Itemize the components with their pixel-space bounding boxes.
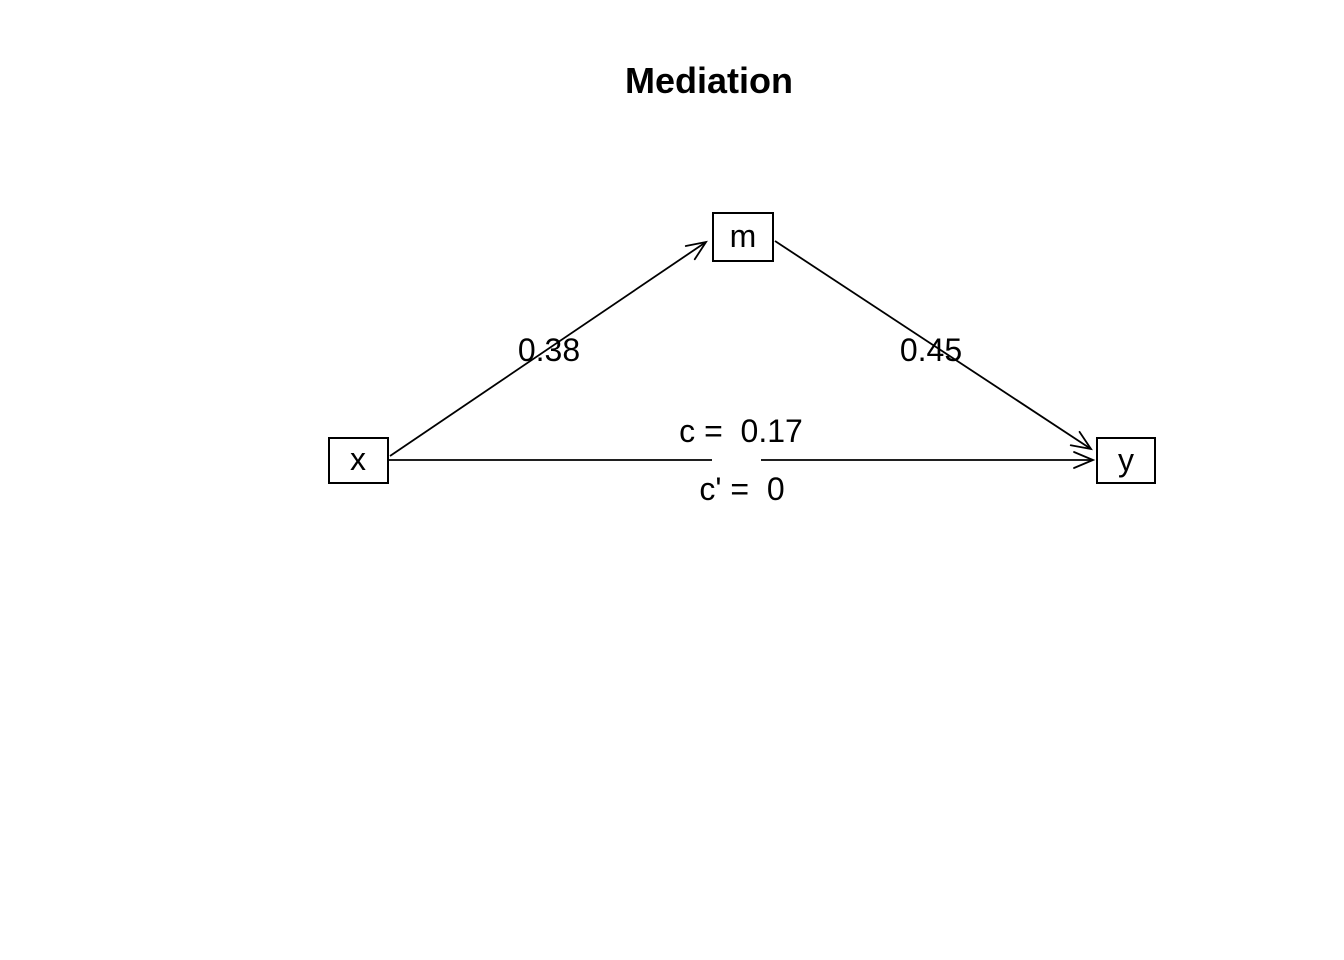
node-y: y xyxy=(1096,437,1156,484)
node-y-label: y xyxy=(1118,442,1134,478)
node-m: m xyxy=(712,212,774,262)
node-x-label: x xyxy=(350,441,366,477)
node-x: x xyxy=(328,437,389,484)
edge-label-c-prime: c' = 0 xyxy=(699,471,784,507)
edge-label-b: 0.45 xyxy=(900,332,962,368)
node-x-box xyxy=(328,437,389,484)
node-m-box xyxy=(712,212,774,262)
node-m-label: m xyxy=(730,218,757,254)
edge-x-to-m-arrow xyxy=(389,240,708,457)
edge-m-to-y-arrow xyxy=(774,240,1093,451)
edge-label-a: 0.38 xyxy=(518,332,580,368)
node-y-box xyxy=(1096,437,1156,484)
plot-title: Mediation xyxy=(625,60,793,101)
edge-label-c: c = 0.17 xyxy=(679,413,803,449)
